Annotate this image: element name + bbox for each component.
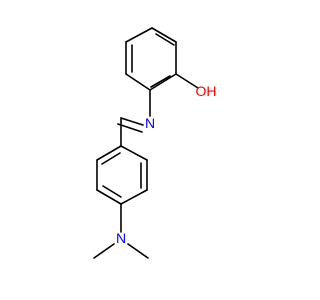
bond-bottom-ring-1-double: [101, 152, 121, 165]
bond-imine-double: [117, 123, 143, 133]
bond-methyl-left: [93, 243, 115, 259]
bond-bottom-ring-4: [120, 189, 148, 205]
bond-top-ring-6: [125, 27, 153, 43]
amine-nitrogen-label: N: [116, 230, 126, 246]
hydroxyl-label: OH: [196, 83, 217, 99]
bond-c-o: [175, 73, 199, 89]
bond-top-ring-1-double: [155, 33, 175, 46]
structure-svg: OH N N: [93, 27, 217, 259]
bond-top-ring-1: [151, 27, 177, 43]
bond-bottom-ring-1: [96, 145, 122, 161]
bond-imine: [120, 117, 144, 126]
bond-bottom-ring-3: [96, 189, 122, 205]
bond-methyl-right: [127, 243, 149, 259]
bond-top-ring-3-double: [150, 75, 171, 88]
bond-bottom-ring-3-double: [102, 185, 122, 198]
bond-bottom-ring-6: [120, 145, 148, 161]
bond-top-ring-3: [149, 73, 177, 91]
bond-top-ring-4: [125, 73, 151, 91]
imine-nitrogen-label: N: [145, 115, 155, 131]
molecule-diagram: OH N N: [93, 27, 217, 259]
